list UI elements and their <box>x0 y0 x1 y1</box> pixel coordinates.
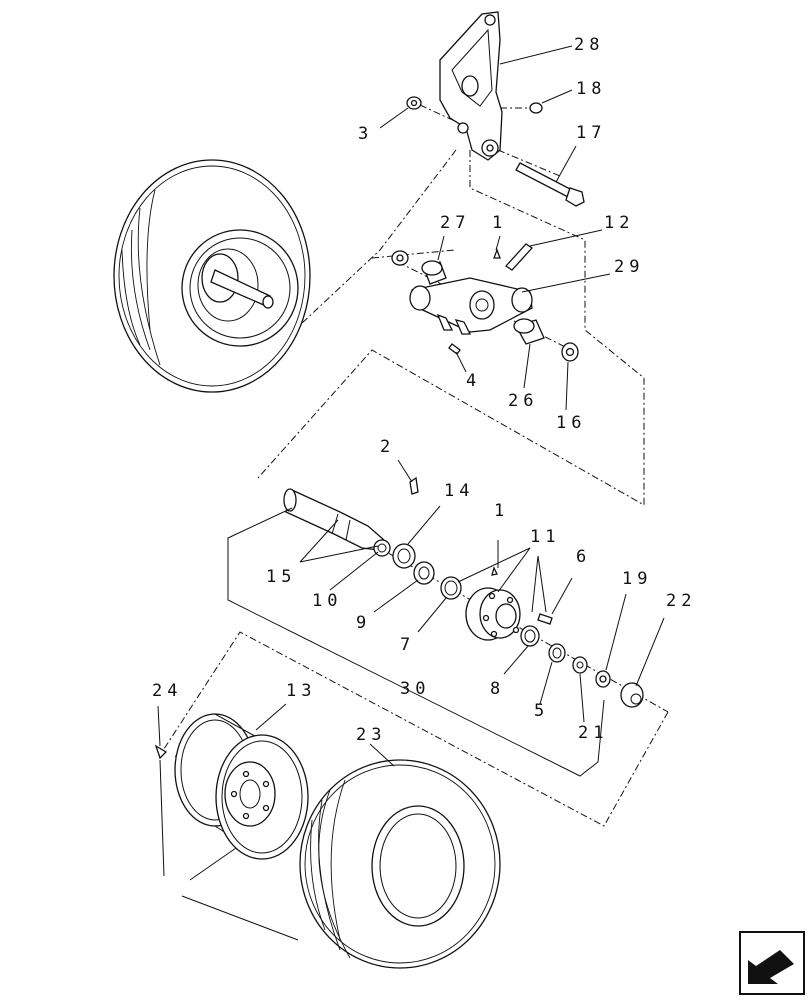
callout-5: 21 <box>578 723 608 743</box>
bushing <box>513 318 545 345</box>
callout-25: 11 <box>530 527 560 547</box>
valve-stem <box>154 744 168 760</box>
callout-8: 5 <box>534 701 549 721</box>
callout-12: 12 <box>604 213 634 233</box>
callout-28: 28 <box>574 35 604 55</box>
nut <box>391 250 409 266</box>
callout-15: 10 <box>312 591 342 611</box>
grease-fitting <box>493 248 501 259</box>
rim <box>174 713 309 860</box>
callout-19: 22 <box>666 591 696 611</box>
callout-4: 4 <box>466 371 481 391</box>
callout-2: 2 <box>380 437 395 457</box>
arrow-back-icon[interactable] <box>739 931 805 995</box>
callout-labels: 28 18 3 17 27 1 12 29 4 26 16 2 14 11 1 … <box>152 35 696 745</box>
caster-yoke <box>409 277 533 335</box>
callout-7: 8 <box>490 679 505 699</box>
callout-24: 13 <box>286 681 316 701</box>
set-screw <box>448 343 461 355</box>
callout-14: 14 <box>444 481 474 501</box>
callout-11: 6 <box>576 547 591 567</box>
bearing-cup <box>440 576 462 600</box>
fitting <box>529 102 543 114</box>
lug-bolt <box>537 613 553 625</box>
washer <box>572 656 588 674</box>
nut <box>406 96 422 110</box>
pivot-bracket <box>439 11 503 161</box>
small-bolt <box>505 243 533 271</box>
callout-1-hub: 1 <box>494 501 509 521</box>
callout-6: 19 <box>622 569 652 589</box>
callout-1: 1 <box>492 213 507 233</box>
bushing <box>421 260 447 285</box>
callout-9: 7 <box>400 635 415 655</box>
callout-10: 9 <box>356 613 371 633</box>
nut <box>595 670 611 688</box>
bearing <box>548 643 566 663</box>
hub <box>465 587 521 641</box>
callout-3: 3 <box>358 124 373 144</box>
callout-29: 29 <box>614 257 644 277</box>
callout-18: 18 <box>576 79 606 99</box>
spindle <box>283 488 385 551</box>
grease-fitting <box>491 566 498 576</box>
tire <box>299 759 501 969</box>
callout-26: 26 <box>508 391 538 411</box>
callout-16: 16 <box>556 413 586 433</box>
callout-27: 27 <box>440 213 470 233</box>
nut <box>561 342 579 362</box>
callout-17: 17 <box>576 123 606 143</box>
bolt <box>515 162 585 207</box>
bearing-cup <box>520 625 540 647</box>
callout-13: 23 <box>356 725 386 745</box>
seal <box>392 543 416 569</box>
callout-21: 30 <box>400 679 430 699</box>
leader-lines <box>157 45 665 941</box>
bearing <box>413 561 435 585</box>
callout-22: 15 <box>266 567 296 587</box>
wheel-assembly <box>113 159 311 393</box>
dust-cap <box>620 682 644 708</box>
callout-30: 24 <box>152 681 182 701</box>
